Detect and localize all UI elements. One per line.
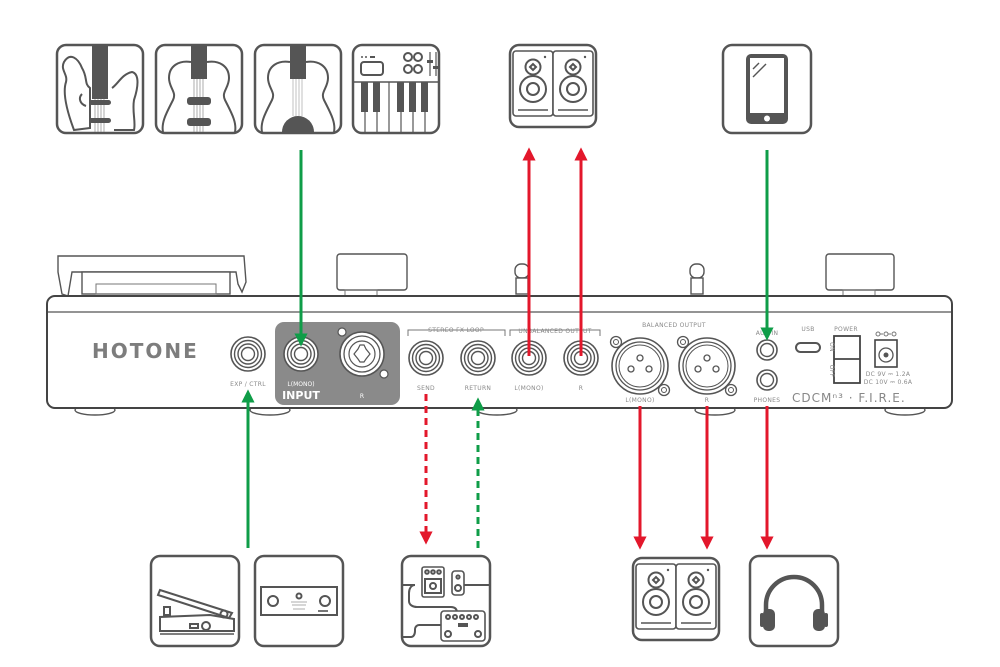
headphones-icon xyxy=(748,554,840,648)
power-switch[interactable] xyxy=(833,335,861,384)
aux-in-jack[interactable] xyxy=(756,339,778,361)
input-left-label: L(MONO) xyxy=(287,381,314,388)
input-section-label: INPUT xyxy=(282,389,320,402)
fx-loop-group-label: STEREO FX LOOP xyxy=(428,327,484,334)
power-on-label: ON xyxy=(828,342,835,352)
usb-label: USB xyxy=(801,326,814,333)
usb-c-port[interactable] xyxy=(795,342,821,353)
dc-spec-1: DC 9V ⎓ 1.2A xyxy=(866,371,911,378)
dc-polarity-icon xyxy=(875,331,897,337)
exp-ctrl-jack[interactable] xyxy=(230,336,266,372)
balanced-right-label: R xyxy=(705,397,709,404)
phones-jack[interactable] xyxy=(756,369,778,391)
phones-label: PHONES xyxy=(754,397,781,404)
device-top-hardware xyxy=(57,253,895,297)
acoustic-guitar-icon xyxy=(253,43,343,135)
exp-ctrl-label: EXP / CTRL xyxy=(230,381,266,388)
expression-pedal-icon xyxy=(149,554,241,648)
fx-return-label: RETURN xyxy=(465,385,491,392)
smartphone-icon xyxy=(721,43,813,135)
keyboard-icon xyxy=(351,43,441,135)
unbalanced-output-label: UNBALANCED OUTPUT xyxy=(518,328,591,335)
power-label: POWER xyxy=(834,326,858,333)
bass-guitar-icon xyxy=(154,43,244,135)
unbalanced-right-label: R xyxy=(579,385,583,392)
brand-logo: HOTONE xyxy=(92,339,199,363)
fx-return-jack[interactable] xyxy=(460,340,496,376)
fx-send-label: SEND xyxy=(417,385,435,392)
input-right-combo-jack[interactable] xyxy=(337,327,389,379)
balanced-left-label: L(MONO) xyxy=(625,397,654,404)
dc-spec-2: DC 10V ⎓ 0.6A xyxy=(864,379,913,386)
footswitch-icon xyxy=(253,554,345,648)
effects-pedals-icon xyxy=(400,554,492,648)
input-right-label: R xyxy=(360,393,364,400)
dc-power-jack[interactable] xyxy=(874,339,898,368)
unbalanced-left-label: L(MONO) xyxy=(514,385,543,392)
input-left-mono-jack[interactable] xyxy=(283,336,319,372)
balanced-output-label: BALANCED OUTPUT xyxy=(642,322,706,329)
studio-monitors-icon xyxy=(508,43,598,129)
model-badge: CDCMⁿ³ · F.I.R.E. xyxy=(792,391,906,405)
electric-guitar-icon xyxy=(55,43,145,135)
fx-send-jack[interactable] xyxy=(408,340,444,376)
arrows xyxy=(241,147,774,550)
power-off-label: OFF xyxy=(828,365,835,378)
studio-monitors-icon xyxy=(631,556,721,642)
